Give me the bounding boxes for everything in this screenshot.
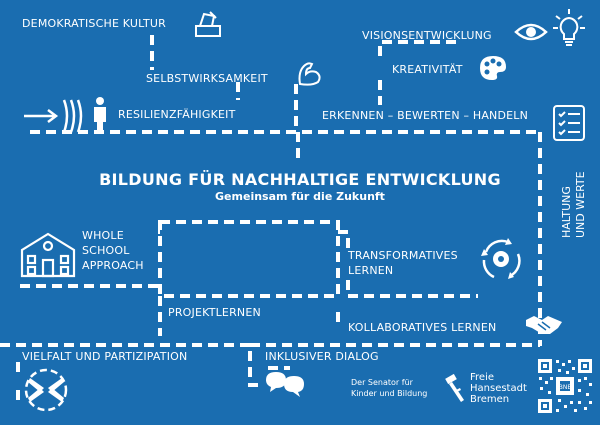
label-resilienzfaehigkeit: RESILIENZFÄHIGKEIT bbox=[118, 108, 236, 121]
label-kollaboratives-lernen: KOLLABORATIVES LERNEN bbox=[348, 321, 497, 334]
ballot-box-icon bbox=[195, 11, 221, 37]
bremen-line3: Bremen bbox=[470, 394, 510, 405]
senator-line1: Der Senator für bbox=[351, 378, 413, 387]
label-transformatives-line1: TRANSFORMATIVES bbox=[348, 249, 458, 262]
label-haltung-line2: UND WERTE bbox=[574, 171, 587, 238]
bremen-logo-text: Freie Hansestadt Bremen bbox=[470, 372, 527, 405]
label-haltung-und-werte: HALTUNG UND WERTE bbox=[560, 171, 588, 238]
school-building-icon bbox=[20, 232, 76, 278]
label-inklusiver-dialog: INKLUSIVER DIALOG bbox=[265, 350, 379, 363]
handshake-icon bbox=[526, 316, 562, 334]
label-whole-school-approach: WHOLE SCHOOL APPROACH bbox=[82, 228, 144, 273]
label-whole-line3: APPROACH bbox=[82, 259, 144, 272]
lightbulb-icon bbox=[553, 9, 585, 46]
qr-code-icon[interactable]: BNE bbox=[536, 357, 594, 415]
label-visionsentwicklung: VISIONSENTWICKLUNG bbox=[362, 29, 492, 42]
label-vielfalt-und-partizipation: VIELFALT UND PARTIZIPATION bbox=[22, 350, 188, 363]
page-subtitle: Gemeinsam für die Zukunft bbox=[215, 190, 385, 203]
label-whole-line2: SCHOOL bbox=[82, 244, 130, 257]
flexed-arm-icon bbox=[298, 62, 321, 86]
label-whole-line1: WHOLE bbox=[82, 229, 124, 242]
hands-circle-icon bbox=[24, 368, 68, 412]
palette-icon bbox=[480, 56, 506, 80]
senator-logo-text: Der Senator für Kinder und Bildung bbox=[351, 377, 427, 399]
label-selbstwirksamkeit: SELBSTWIRKSAMKEIT bbox=[146, 72, 268, 85]
label-haltung-line1: HALTUNG bbox=[560, 186, 573, 238]
svg-text:BNE: BNE bbox=[559, 384, 572, 391]
label-demokratische-kultur: DEMOKRATISCHE KULTUR bbox=[22, 17, 166, 30]
checklist-icon bbox=[553, 105, 585, 141]
bremen-line1: Freie bbox=[470, 372, 494, 383]
arrow-person-resilience-icon bbox=[24, 97, 106, 133]
label-erkennen-bewerten-handeln: ERKENNEN – BEWERTEN – HANDELN bbox=[322, 109, 529, 122]
speech-bubbles-icon bbox=[266, 372, 304, 397]
bremen-key-logo bbox=[445, 374, 464, 402]
label-transformatives-line2: LERNEN bbox=[348, 264, 394, 277]
label-projektlernen: PROJEKTLERNEN bbox=[168, 306, 261, 319]
eye-icon bbox=[514, 23, 548, 41]
label-kreativitaet: KREATIVITÄT bbox=[392, 63, 463, 76]
page-title: BILDUNG FÜR NACHHALTIGE ENTWICKLUNG bbox=[99, 170, 501, 189]
cycle-gear-icon bbox=[481, 238, 521, 279]
label-transformatives-lernen: TRANSFORMATIVES LERNEN bbox=[348, 248, 458, 278]
senator-line2: Kinder und Bildung bbox=[351, 389, 428, 398]
bremen-line2: Hansestadt bbox=[470, 383, 527, 394]
